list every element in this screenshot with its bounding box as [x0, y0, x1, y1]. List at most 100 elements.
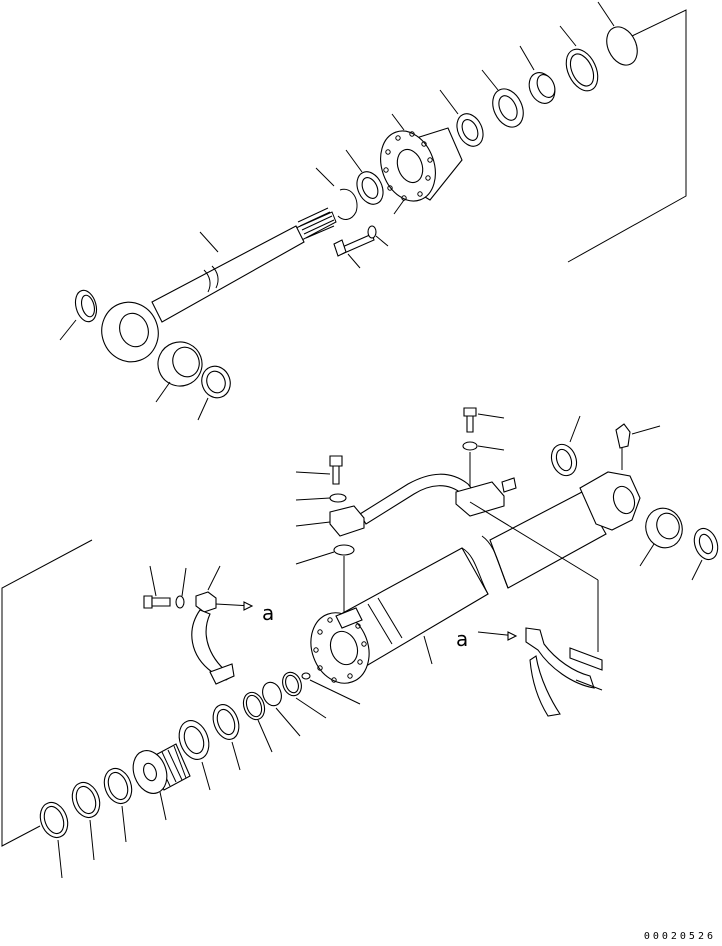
- left-clamp-bolt-head: [143, 595, 153, 609]
- dust-seal-inner: [461, 119, 479, 141]
- rod-seal-inner: [498, 95, 518, 121]
- view-arrow-left-head: [243, 601, 254, 611]
- tube-flange-bolt-holes: [313, 613, 367, 683]
- snap-ring: [337, 188, 358, 220]
- leader-set-screw: [309, 679, 361, 705]
- right-clamp-plate: [569, 647, 603, 671]
- leader-bottom-dust-seal-2: [691, 559, 703, 581]
- left-clamp-bolt-shank: [151, 597, 171, 607]
- clamp-bolt-shank: [332, 465, 340, 485]
- tube-bolt-washer: [462, 441, 478, 451]
- leader-snap-ring: [315, 167, 335, 187]
- leader-rod-end-bushing: [155, 381, 171, 403]
- rod-assembly: [59, 1, 687, 421]
- leader-tube-bolt-washer: [477, 445, 505, 451]
- tube-bolt-shank: [466, 415, 474, 433]
- left-pipe-clamp-block: [195, 591, 217, 613]
- o-ring: [606, 26, 638, 66]
- backup-ring-inner: [569, 53, 595, 87]
- left-clamp-ear: [209, 663, 235, 685]
- grease-fitting: [615, 423, 631, 449]
- view-arrow-right-head: [507, 631, 518, 641]
- leader-cushion-ring: [231, 741, 241, 771]
- wear-ring-2-inner: [75, 785, 97, 815]
- leader-rod-seal: [481, 69, 499, 91]
- drawing-number: 00020526: [643, 931, 716, 942]
- head-bolt-washer: [367, 225, 377, 239]
- leader-rod-end-dust-seal: [59, 319, 77, 341]
- wear-ring-3-inner: [43, 805, 65, 835]
- wear-ring-inner: [285, 674, 299, 694]
- leader-cylinder-head-lower: [393, 199, 405, 215]
- leader-bushing: [519, 45, 535, 71]
- leader-head-washer: [375, 235, 389, 247]
- left-clamp-washer: [175, 595, 185, 609]
- leader-bottom-bushing: [639, 543, 655, 567]
- pipe-elbow-block: [329, 505, 365, 537]
- pipe-fitting: [501, 477, 517, 493]
- tube-flange-bore: [329, 630, 359, 666]
- rod-break-mark: [203, 265, 219, 293]
- leader-bottom-dust-seal: [569, 415, 581, 443]
- leader-clamp-bolt: [295, 471, 331, 475]
- bottom-dust-seal-inner: [555, 448, 573, 472]
- rod-eye-bore: [119, 312, 149, 348]
- leader-head-bolt: [347, 253, 361, 269]
- bottom-bushing-inner: [656, 512, 680, 540]
- leader-wear-ring-2: [89, 819, 95, 861]
- piston-rod-shaft: [151, 225, 305, 323]
- right-pipe-clamp: [525, 627, 595, 689]
- tube-bottom-bore: [612, 485, 636, 515]
- piston-nut-inner: [183, 725, 205, 755]
- rod-end-dust-seal-2-inner: [206, 370, 226, 394]
- piston-snap-ring: [262, 681, 282, 707]
- rod-thread: [295, 207, 337, 241]
- leader-clamp-bolt-washer: [295, 497, 331, 501]
- tube-assembly: a a: [1, 407, 719, 879]
- leader-left-clamp-washer: [181, 567, 187, 597]
- leader-wear-ring-3: [57, 839, 63, 879]
- leader-pipe-port-o-ring: [295, 551, 335, 565]
- hose-clamp-route: [469, 501, 599, 581]
- bushing-inner: [536, 74, 556, 98]
- leader-dust-seal: [439, 89, 459, 115]
- leader-backup-ring: [559, 25, 577, 47]
- piston-group-bracket: [1, 539, 93, 847]
- cylinder-head-bolt-holes: [383, 131, 433, 201]
- rod-end-dust-seal-inner: [80, 294, 96, 318]
- leader-o-ring: [597, 1, 615, 27]
- leader-cylinder-tube: [423, 635, 433, 665]
- leader-rod-end-dust-seal-2: [197, 397, 209, 421]
- pipe-flange-block: [455, 481, 505, 517]
- tube-bolt-head: [463, 407, 477, 417]
- cylinder-head-bore: [396, 148, 424, 184]
- leader-piston-nut: [201, 761, 211, 791]
- rod-end-bushing-inner: [172, 346, 200, 378]
- rod-group-bracket: [567, 9, 687, 263]
- clamp-bolt-washer: [329, 493, 347, 503]
- spacer-ring-inner: [245, 694, 263, 718]
- leader-piston-rod: [199, 231, 219, 253]
- leader-grease-fitting: [631, 425, 661, 435]
- head-bolt-hex: [333, 239, 347, 257]
- leader-left-clamp-bolt: [149, 565, 157, 597]
- cushion-ring-inner: [216, 708, 236, 736]
- leader-cylinder-head: [391, 113, 405, 131]
- leader-left-pipe-clamp: [207, 565, 221, 591]
- tube-port-boss: [335, 607, 363, 629]
- leader-piston-snap-ring: [275, 707, 301, 737]
- leader-spacer-ring: [257, 719, 273, 753]
- piston-ring-inner: [107, 771, 129, 801]
- leader-tube-bolt: [477, 413, 505, 419]
- right-clamp-strap: [529, 655, 561, 717]
- set-screw: [301, 672, 311, 680]
- bottom-dust-seal-2-inner: [698, 533, 714, 555]
- leader-wear-ring: [295, 697, 327, 719]
- buffer-ring-inner: [361, 177, 379, 199]
- tube-break-mark: [461, 535, 509, 595]
- leader-piston: [159, 791, 167, 821]
- piston-bore: [143, 762, 157, 782]
- leader-elbow-block: [295, 521, 331, 527]
- leader-buffer-ring: [345, 149, 363, 173]
